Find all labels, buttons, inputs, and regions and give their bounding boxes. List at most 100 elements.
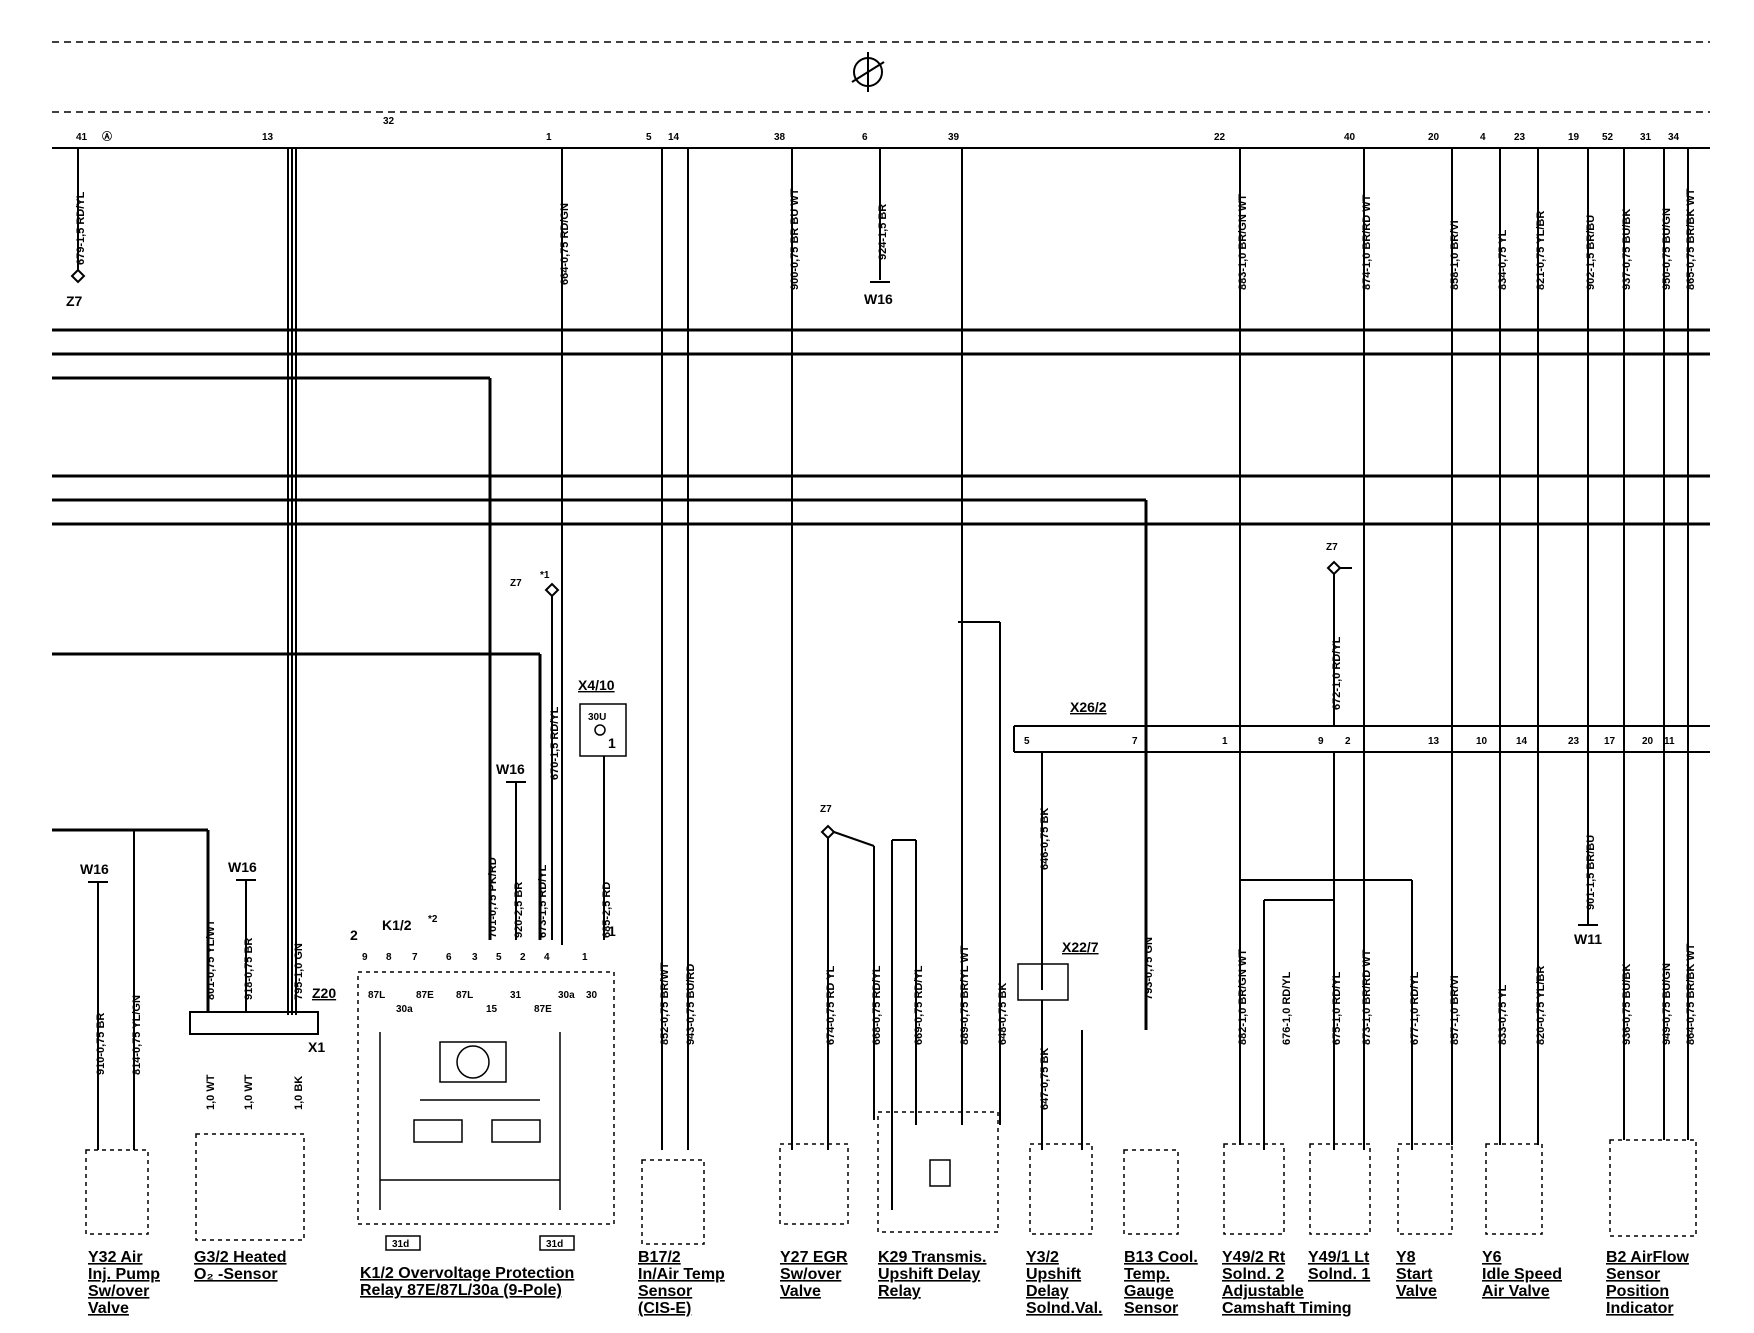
top-pin-label: 14	[668, 132, 680, 143]
x26-2-pin: 13	[1428, 736, 1440, 747]
wire-label: 793-0,75 GN	[1143, 937, 1155, 1000]
top-pin-label: 41	[76, 132, 88, 143]
upper-refs: Z7 W16	[66, 268, 893, 309]
top-pin-label: 6	[862, 132, 868, 143]
wire-label: 685-2,5 RD	[601, 882, 613, 938]
x26-2-pin: 2	[1345, 736, 1351, 747]
label-one: 1	[608, 923, 616, 939]
top-pin-label: 31	[1640, 132, 1652, 143]
ref-z7: Z7	[66, 293, 83, 309]
ref-z7: Z7	[1326, 542, 1338, 553]
wire-label: 647-0,75 BK	[1039, 1048, 1051, 1110]
top-pin-label: 22	[1214, 132, 1226, 143]
wire-label: 675-1,0 RD/YL	[1331, 971, 1343, 1045]
wire-label: 833-0,75 YL	[1497, 984, 1509, 1045]
k1-2-term: 31	[510, 990, 522, 1001]
component-boxes	[85, 1133, 1697, 1245]
top-pin-label: 1	[546, 132, 552, 143]
top-pin-label: 13	[262, 132, 274, 143]
top-pin-label: 5	[646, 132, 652, 143]
wire-label: 664-0,75 RD/GN	[559, 203, 571, 285]
k1-2-relay: 2 K1/2 *2 1 9 8 7 6 3 5 2 4 1 87L 30a 87…	[350, 914, 616, 1251]
wire-label: 701-0,75 PK/RD	[487, 857, 499, 938]
w11-ref: W11	[1574, 752, 1602, 947]
top-pin-label: 20	[1428, 132, 1440, 143]
wire-label: 676-1,0 RD/YL	[1281, 971, 1293, 1045]
w16-ref-left: W16 W16	[80, 830, 257, 1150]
x26-2-pin: 1	[1222, 736, 1228, 747]
x4-10-pin: 30U	[588, 712, 606, 723]
top-pin-label: 23	[1514, 132, 1526, 143]
wire-label: 672-1,0 RD/YL	[1331, 636, 1343, 710]
wire-label: 857-1,0 BR/VI	[1449, 975, 1461, 1045]
ref-x1: X1	[308, 1039, 325, 1055]
x26-2-connector: X26/2 5 7 1 9 2 13 10 14 23 17 20 11	[1013, 699, 1710, 753]
x26-2-pin: 11	[1664, 736, 1675, 747]
wire-label: 950-0,75 BU/GN	[1661, 208, 1673, 290]
ground-symbol	[851, 52, 885, 92]
ref-w16: W16	[864, 291, 893, 307]
wire-label: 677-1,0 RD/YL	[1409, 971, 1421, 1045]
ref-w16: W16	[496, 761, 525, 777]
x26-2-pin: 9	[1318, 736, 1324, 747]
top-pin-label: 38	[774, 132, 786, 143]
wire-label: 883-1,0 BR/GN WT	[1237, 194, 1249, 290]
wire-label: 820-0,75 YL/BR	[1535, 966, 1547, 1045]
x26-2-pin: 14	[1516, 736, 1528, 747]
z7-ref-y49: Z7	[1326, 542, 1352, 726]
wire-label: 795-1,0 GN	[293, 943, 305, 1000]
w16-ref-k12: W16	[496, 761, 526, 940]
wire-label: 865-0,75 BR/BK WT	[1685, 188, 1697, 290]
k1-2-term: 30a	[558, 990, 575, 1001]
k1-2-term: 30a	[396, 1004, 413, 1015]
x26-2-pin: 17	[1604, 736, 1616, 747]
wire-label: 648-0,75 BK	[997, 983, 1009, 1045]
top-pin-label: 4	[1480, 132, 1486, 143]
top-pin-label: 40	[1344, 132, 1356, 143]
ref-x26-2: X26/2	[1070, 699, 1107, 715]
wire-label: 1,0 WT	[243, 1074, 255, 1110]
ref-z20: Z20	[312, 985, 336, 1001]
lower-wire-labels: 910-0,75 BR 814-0,75 YL/GN 801-0,75 YL/W…	[95, 636, 1697, 1110]
ref-w16: W16	[228, 859, 257, 875]
wire-label: 834-0,75 YL	[1497, 229, 1509, 290]
wire-label: 674-0,75 RD YL	[825, 965, 837, 1045]
ref-k1-2: K1/2	[382, 917, 412, 933]
k1-2-term: 87E	[534, 1004, 552, 1015]
wire-label: 858-1,0 BR/VI	[1449, 220, 1461, 290]
top-pin-label: Ⓐ	[102, 130, 112, 143]
wire-label: 924-1,5 BR	[877, 204, 889, 260]
wire-label: 920-2,5 BR	[513, 882, 525, 938]
component-wiring	[1240, 752, 1413, 1150]
wire-label: 646-0,75 BK	[1039, 808, 1051, 870]
wire-label: 814-0,75 YL/GN	[131, 995, 143, 1075]
wire-label: 936-0,75 BU/BK	[1621, 964, 1633, 1045]
wire-label: 669-0,75 RD/YL	[913, 965, 925, 1045]
ref-x4-10: X4/10	[578, 677, 615, 693]
wire-label: 864-0,75 BR/BK WT	[1685, 943, 1697, 1045]
ref-w11: W11	[1574, 931, 1602, 947]
wire-label: 900-0,75 BR BU WT	[789, 188, 801, 290]
top-pin-label: 34	[1668, 132, 1680, 143]
wire-label: 901-1,5 BR/BU	[1585, 835, 1597, 910]
wire-label: 1,0 BK	[293, 1076, 305, 1110]
wire-label: 670-1,5 RD/YL	[549, 706, 561, 780]
upper-wire-labels: 679-1,5 RD/YL 664-0,75 RD/GN 900-0,75 BR…	[75, 188, 1697, 290]
k1-2-pin: 2	[520, 952, 526, 963]
k29-relay	[877, 148, 1001, 1233]
k1-2-note: *2	[428, 914, 438, 925]
top-pin-label: 19	[1568, 132, 1580, 143]
k1-2-term: 30	[586, 990, 598, 1001]
top-pin-label: 52	[1602, 132, 1614, 143]
top-pin-label: 32	[383, 116, 395, 127]
x22-7: X22/7	[1017, 752, 1099, 1150]
